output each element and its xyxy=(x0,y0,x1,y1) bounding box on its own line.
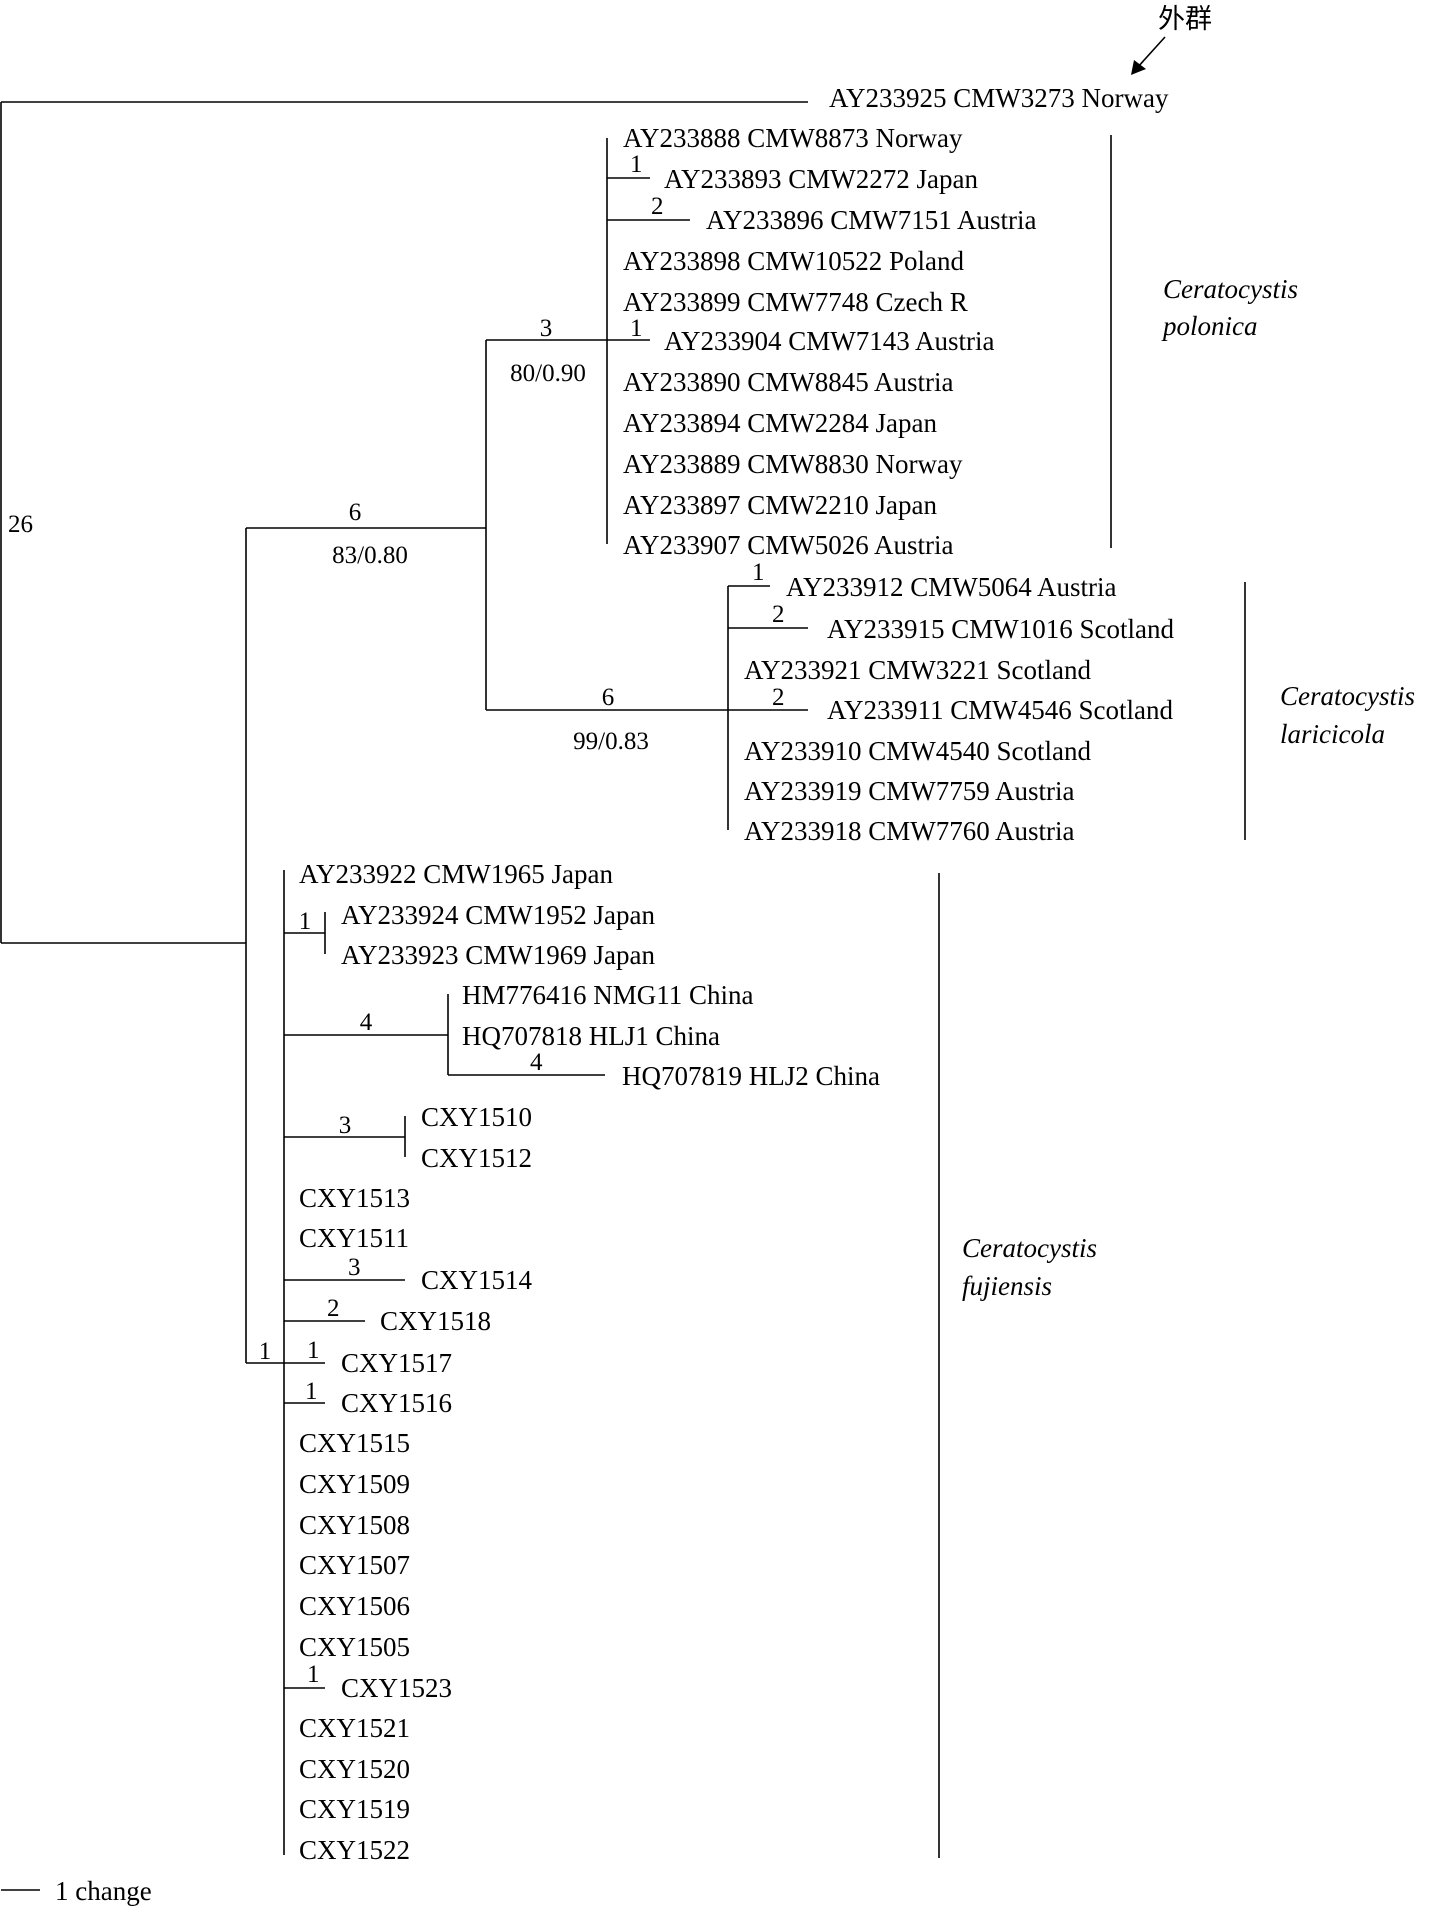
outgroup-annotation: 外群 xyxy=(1158,4,1212,34)
taxon-label: AY233923 CMW1969 Japan xyxy=(341,940,655,970)
taxon-label: CXY1516 xyxy=(341,1388,452,1418)
root-branch-length: 26 xyxy=(8,511,33,538)
taxon-label: AY233893 CMW2272 Japan xyxy=(664,164,978,194)
taxon-label: AY233922 CMW1965 Japan xyxy=(299,859,613,889)
taxon-label: CXY1513 xyxy=(299,1183,410,1213)
fujiensis-clade-species: fujiensis xyxy=(962,1271,1052,1301)
polonica-branch-length: 3 xyxy=(540,315,553,342)
taxon-label: CXY1519 xyxy=(299,1794,410,1824)
terminal-branch-length: 2 xyxy=(772,684,785,711)
taxon-label: CXY1520 xyxy=(299,1754,410,1784)
terminal-branch-length: 1 xyxy=(752,559,765,586)
ingroup-support: 83/0.80 xyxy=(332,542,408,569)
taxon-label: AY233894 CMW2284 Japan xyxy=(623,408,937,438)
taxon-label: CXY1521 xyxy=(299,1713,410,1743)
taxon-label: CXY1523 xyxy=(341,1673,452,1703)
taxon-label: AY233912 CMW5064 Austria xyxy=(786,572,1117,602)
cxy-pair-branch-length: 3 xyxy=(339,1112,352,1139)
china-group-branch-length: 4 xyxy=(360,1009,373,1036)
arrow-icon xyxy=(1136,36,1166,69)
taxon-label: AY233910 CMW4540 Scotland xyxy=(744,736,1092,766)
terminal-branch-length: 1 xyxy=(630,151,643,178)
ingroup-branch-length: 6 xyxy=(349,499,362,526)
node-labels: 26 6 83/0.80 3 80/0.90 6 99/0.83 1 1 4 3 xyxy=(8,315,649,1365)
arrow-head-icon xyxy=(1131,60,1146,75)
taxon-label: AY233911 CMW4546 Scotland xyxy=(827,695,1174,725)
taxon-label: CXY1511 xyxy=(299,1223,409,1253)
taxon-label: AY233924 CMW1952 Japan xyxy=(341,900,655,930)
taxon-label: AY233890 CMW8845 Austria xyxy=(623,367,954,397)
terminal-branch-length: 2 xyxy=(772,601,785,628)
taxon-label: CXY1510 xyxy=(421,1102,532,1132)
taxon-label: AY233921 CMW3221 Scotland xyxy=(744,655,1092,685)
polonica-support: 80/0.90 xyxy=(510,360,586,387)
fujiensis-branch-length: 1 xyxy=(259,1338,272,1365)
taxon-label: CXY1514 xyxy=(421,1265,533,1295)
taxon-label: AY233888 CMW8873 Norway xyxy=(623,123,963,153)
laricicola-support: 99/0.83 xyxy=(573,728,649,755)
taxon-label: AY233889 CMW8830 Norway xyxy=(623,449,963,479)
taxon-label: HQ707819 HLJ2 China xyxy=(622,1061,880,1091)
terminal-branch-length: 1 xyxy=(305,1378,318,1405)
japan-pair-branch-length: 1 xyxy=(299,908,312,935)
laricicola-clade-genus: Ceratocystis xyxy=(1280,681,1415,711)
terminal-branch-length: 3 xyxy=(348,1254,361,1281)
terminal-branch-length: 4 xyxy=(530,1049,543,1076)
scale-label: 1 change xyxy=(55,1876,152,1906)
taxon-label: CXY1518 xyxy=(380,1306,491,1336)
taxon-label: AY233899 CMW7748 Czech R xyxy=(623,287,968,317)
terminal-branch-length: 2 xyxy=(327,1295,340,1322)
polonica-clade-species: polonica xyxy=(1161,311,1258,341)
tree-branches xyxy=(0,36,1246,1891)
taxon-label: CXY1506 xyxy=(299,1591,410,1621)
taxon-label: AY233915 CMW1016 Scotland xyxy=(827,614,1175,644)
taxon-label: AY233907 CMW5026 Austria xyxy=(623,530,954,560)
taxon-label: CXY1509 xyxy=(299,1469,410,1499)
clade-names: Ceratocystis polonica Ceratocystis laric… xyxy=(962,274,1415,1301)
taxon-label: AY233925 CMW3273 Norway xyxy=(829,83,1169,113)
terminal-branch-length: 1 xyxy=(307,1661,320,1688)
taxon-label: CXY1517 xyxy=(341,1348,452,1378)
taxon-label: CXY1522 xyxy=(299,1835,410,1865)
polonica-clade-genus: Ceratocystis xyxy=(1163,274,1298,304)
taxon-label: AY233897 CMW2210 Japan xyxy=(623,490,937,520)
taxon-label: AY233896 CMW7151 Austria xyxy=(706,205,1037,235)
taxon-label: CXY1507 xyxy=(299,1550,410,1580)
taxon-label: HM776416 NMG11 China xyxy=(462,980,754,1010)
taxon-label: CXY1512 xyxy=(421,1143,532,1173)
terminal-branch-length: 2 xyxy=(651,193,664,220)
taxon-label: CXY1505 xyxy=(299,1632,410,1662)
taxon-label: AY233919 CMW7759 Austria xyxy=(744,776,1075,806)
taxon-label: HQ707818 HLJ1 China xyxy=(462,1021,720,1051)
laricicola-branch-length: 6 xyxy=(602,684,615,711)
taxon-label: CXY1515 xyxy=(299,1428,410,1458)
fujiensis-clade-genus: Ceratocystis xyxy=(962,1233,1097,1263)
taxon-label: CXY1508 xyxy=(299,1510,410,1540)
taxon-label: AY233904 CMW7143 Austria xyxy=(664,326,995,356)
terminal-branch-length: 1 xyxy=(630,315,643,342)
taxon-label: AY233918 CMW7760 Austria xyxy=(744,816,1075,846)
terminal-branch-length: 1 xyxy=(307,1337,320,1364)
laricicola-clade-species: laricicola xyxy=(1280,719,1385,749)
taxon-label: AY233898 CMW10522 Poland xyxy=(623,246,965,276)
